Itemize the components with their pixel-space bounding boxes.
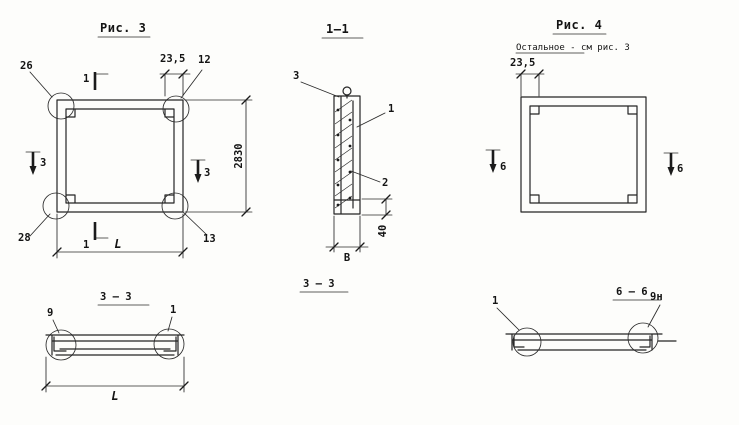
fig4-cut6-right-arrow	[667, 167, 675, 176]
fig3-label-12: 12	[198, 54, 211, 66]
section-6-6-view: 6 — 6 1 9н	[492, 286, 677, 357]
fig3-detail-circle-topleft	[47, 92, 75, 120]
section33-dim-and-leader-lines	[45, 316, 185, 393]
section11-dim-and-leader-lines	[300, 81, 393, 253]
fig3-dim-length: L	[114, 237, 121, 251]
section66-label-1: 1	[492, 295, 498, 307]
section11-label-2: 2	[382, 177, 388, 189]
fig4-cut6-right-label: 6	[677, 163, 683, 175]
section66-leader-lines	[496, 304, 661, 331]
fig3-dim-and-leader-lines	[25, 69, 253, 259]
fig3-dim-height: 2830	[233, 143, 245, 168]
fig3-cut3-right-arrow	[194, 174, 202, 183]
section11-rebar-dots	[336, 108, 352, 207]
section33-dim-length: L	[111, 389, 118, 403]
section66-label-9n: 9н	[650, 291, 663, 303]
section66-detail-circle-left	[512, 327, 542, 357]
fig3-label-26: 26	[20, 60, 33, 72]
section33-outline	[45, 334, 185, 356]
section11-dim-ticks	[329, 194, 391, 252]
fig3-label-28: 28	[18, 232, 31, 244]
fig3-cut3-left-label: 3	[40, 157, 46, 169]
section66-detail-circle-right	[627, 322, 659, 354]
section11-label-3: 3	[293, 70, 299, 82]
fig4-label-235: 23,5	[510, 57, 535, 69]
fig3-cut1-bottom-label: 1	[83, 239, 89, 251]
fig4-dim-ticks	[516, 69, 544, 79]
fig3-plan-view: Рис. 3 26 23,5 12 28 13 1 1 3 3 2830 L	[18, 21, 253, 259]
fig3-cut3-right-label: 3	[204, 167, 210, 179]
fig3-cut1-top-label: 1	[83, 73, 89, 85]
section33-label-9: 9	[47, 307, 53, 319]
fig3-label-13: 13	[203, 233, 216, 245]
section11-outline	[333, 94, 361, 215]
fig3-detail-circle-bottomright	[161, 192, 189, 220]
fig4-dim-lines	[485, 73, 679, 154]
section-3-3-view: 3 — 3 9 1 L	[41, 291, 189, 403]
fig4-panel-outline	[520, 96, 647, 213]
fig3-panel-outline	[56, 99, 184, 213]
section66-title: 6 — 6	[616, 286, 648, 298]
fig4-title: Рис. 4	[556, 18, 602, 32]
section33-label-1: 1	[170, 304, 176, 316]
fig3-title: Рис. 3	[100, 21, 146, 35]
fig4-cut6-left-label: 6	[500, 161, 506, 173]
section-1-1-view: 1—1 3 1 2 В 40 3 — 3	[293, 22, 394, 293]
section11-title: 1—1	[326, 22, 349, 36]
section33-title: 3 — 3	[100, 291, 132, 303]
fig3-dim-ticks	[52, 69, 251, 257]
section11-caption: 3 — 3	[303, 278, 335, 290]
section33-detail-circle-left	[45, 329, 77, 361]
fig3-cut3-left-arrow	[29, 166, 37, 175]
section11-dim-40: 40	[377, 225, 389, 238]
fig4-section-cut-lines	[491, 150, 673, 169]
fig3-detail-circle-topright	[162, 95, 190, 123]
section11-label-1: 1	[388, 103, 394, 115]
fig3-section-cut-lines	[31, 72, 200, 240]
fig4-note: Остальное - см рис. 3	[516, 43, 630, 53]
fig4-cut6-left-arrow	[489, 164, 497, 173]
section11-dim-width: В	[344, 252, 350, 264]
section11-lifting-loop	[342, 86, 352, 96]
fig3-label-235: 23,5	[160, 53, 185, 65]
fig3-detail-circle-bottomleft	[42, 192, 70, 220]
section11-hatch	[334, 99, 353, 209]
section33-dim-ticks	[41, 381, 189, 391]
section66-outline	[505, 333, 677, 351]
fig4-plan-view: Рис. 4 Остальное - см рис. 3 23,5 6 6	[485, 18, 683, 213]
